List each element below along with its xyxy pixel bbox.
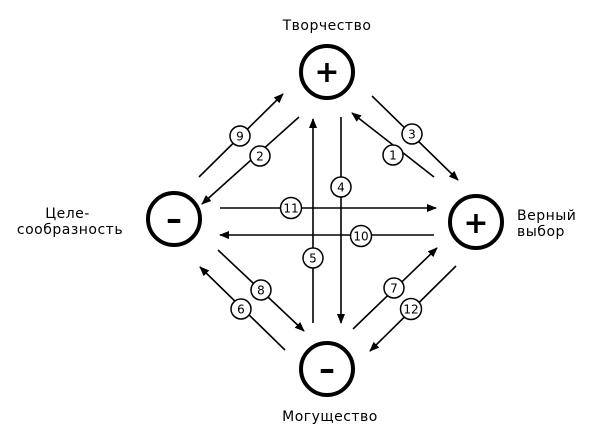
node-bottom-circle [299, 341, 355, 397]
arrow-10: 10 [219, 224, 434, 248]
arrow-12: 12 [369, 265, 457, 352]
node-top-label-line-1: Творчество [282, 18, 372, 34]
node-right-label-line-1: Верный [517, 208, 576, 224]
arrow-6-badge [230, 298, 252, 320]
node-top: + Творчество [282, 18, 372, 100]
node-left-sign: – [166, 200, 182, 238]
arrow-8: 8 [217, 249, 305, 332]
arrow-10-badge [349, 224, 373, 248]
node-top-label: Творчество [282, 18, 372, 34]
arrow-9: 9 [198, 93, 284, 178]
arrow-9-badge [229, 125, 251, 147]
arrow-7-number: 7 [390, 282, 398, 296]
arrow-3-number: 3 [408, 128, 416, 142]
node-bottom-label: Могущество [282, 409, 378, 425]
arrow-5: 5 [302, 118, 324, 323]
node-top-sign: + [314, 55, 339, 90]
arrow-2-badge [249, 145, 271, 167]
arrow-11-number: 11 [283, 202, 298, 216]
node-left-label-line-1: Целе- [45, 206, 90, 222]
arrow-7: 7 [352, 247, 438, 330]
node-top-circle [299, 44, 355, 100]
node-bottom-sign: – [319, 350, 335, 388]
arrow-5-number: 5 [309, 252, 317, 266]
arrow-1-badge [382, 144, 404, 166]
arrow-11: 11 [220, 196, 437, 220]
node-right-circle [448, 194, 504, 250]
arrow-4-badge [330, 176, 352, 198]
arrow-3-badge [401, 123, 423, 145]
arrow-11-badge [279, 196, 303, 220]
arrow-4-number: 4 [337, 181, 345, 195]
node-left: – Целе- сообразность [17, 191, 202, 247]
arrow-8-badge [250, 279, 272, 301]
node-left-label: Целе- сообразность [17, 206, 123, 238]
arrow-12-number: 12 [403, 303, 418, 317]
arrow-9-number: 9 [236, 130, 244, 144]
arrow-2-number: 2 [256, 150, 264, 164]
node-right: + Верный выбор [448, 194, 581, 250]
arrow-10-number: 10 [353, 230, 368, 244]
node-right-label: Верный выбор [517, 208, 581, 240]
arrow-2: 2 [201, 116, 300, 205]
node-right-label-line-2: выбор [517, 224, 565, 240]
node-bottom-label-line-1: Могущество [282, 409, 378, 425]
arrow-6-number: 6 [237, 303, 245, 317]
node-left-circle [146, 191, 202, 247]
arrow-6: 6 [199, 266, 286, 351]
arrow-3: 3 [371, 95, 459, 181]
node-bottom: – Могущество [282, 341, 378, 425]
arrow-7-badge [383, 277, 405, 299]
arrow-1: 1 [351, 112, 435, 178]
node-right-sign: + [463, 206, 488, 241]
arrow-5-badge [302, 247, 324, 269]
arrow-4: 4 [330, 117, 352, 324]
arrow-12-badge [399, 297, 423, 321]
node-left-label-line-2: сообразность [17, 222, 123, 238]
arrow-8-number: 8 [257, 284, 265, 298]
arrow-1-number: 1 [389, 149, 397, 163]
